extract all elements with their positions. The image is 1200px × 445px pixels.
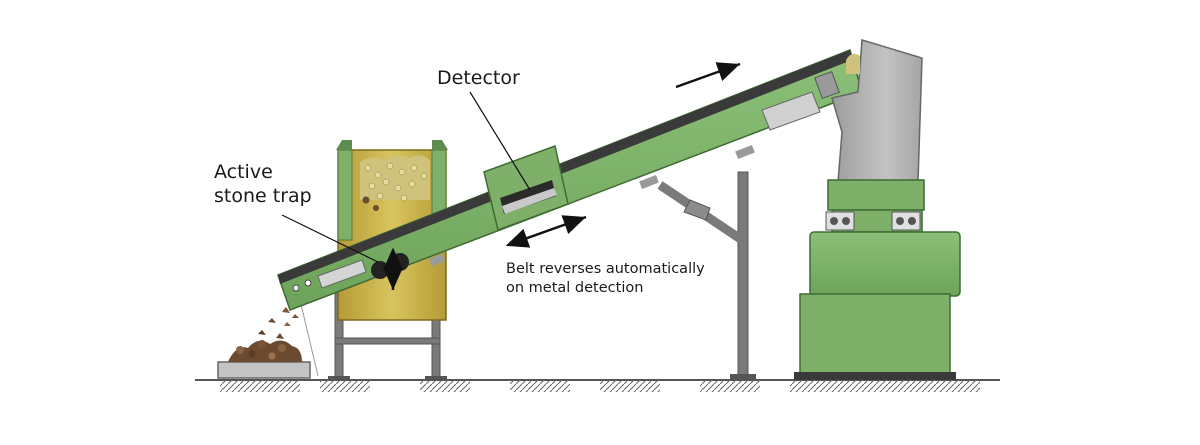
- direction-arrow-icon: [675, 62, 741, 89]
- detector-leader-line: [469, 91, 531, 191]
- stone-trap-label-line1: Active: [214, 161, 273, 183]
- belt-reverse-label-line1: Belt reverses automatically: [506, 261, 705, 277]
- conveyor-support: [657, 171, 756, 381]
- belt-reverse-label-line2: on metal detection: [506, 280, 643, 296]
- detector-label: Detector: [437, 67, 520, 89]
- double-arrow-icon: [505, 215, 587, 248]
- stone-trap-leader-line: [281, 214, 379, 263]
- stone-trap-label-line2: stone trap: [214, 185, 312, 207]
- crusher-unit: [794, 39, 961, 380]
- stone-tray: [217, 340, 311, 379]
- inclined-conveyor: [277, 48, 863, 311]
- ground: [195, 379, 1000, 392]
